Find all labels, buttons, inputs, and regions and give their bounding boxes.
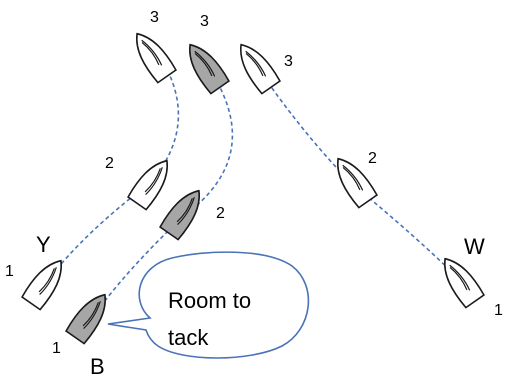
boat-white-pos-3 bbox=[230, 37, 282, 95]
boat-yellow-pos-1 bbox=[20, 253, 72, 311]
callout-line-2: tack bbox=[168, 325, 209, 350]
boat-blue-pos-3 bbox=[179, 37, 231, 95]
boat-blue-pos-2 bbox=[158, 183, 210, 241]
label-yellow-pos-2: 2 bbox=[105, 155, 114, 172]
boat-name-white: W bbox=[464, 234, 485, 259]
label-white-pos-2: 2 bbox=[368, 150, 377, 167]
label-white-pos-1: 1 bbox=[494, 302, 503, 319]
callout-line-1: Room to bbox=[168, 288, 251, 313]
boat-yellow-pos-2 bbox=[126, 153, 178, 211]
label-white-pos-3: 3 bbox=[284, 53, 293, 70]
boat-white-pos-1 bbox=[434, 251, 486, 309]
label-blue-pos-2: 2 bbox=[216, 205, 225, 222]
boat-yellow-pos-3 bbox=[126, 26, 178, 84]
label-yellow-pos-3: 3 bbox=[150, 9, 159, 26]
track-blue bbox=[91, 69, 234, 319]
boat-white-pos-2 bbox=[327, 151, 379, 209]
callout-bubble bbox=[107, 251, 310, 359]
boat-name-blue: B bbox=[90, 354, 105, 379]
boat-name-yellow: Y bbox=[36, 232, 51, 257]
label-blue-pos-1: 1 bbox=[52, 340, 61, 357]
boat-blue-pos-1 bbox=[64, 287, 116, 345]
label-yellow-pos-1: 1 bbox=[5, 263, 14, 280]
label-blue-pos-3: 3 bbox=[200, 13, 209, 30]
